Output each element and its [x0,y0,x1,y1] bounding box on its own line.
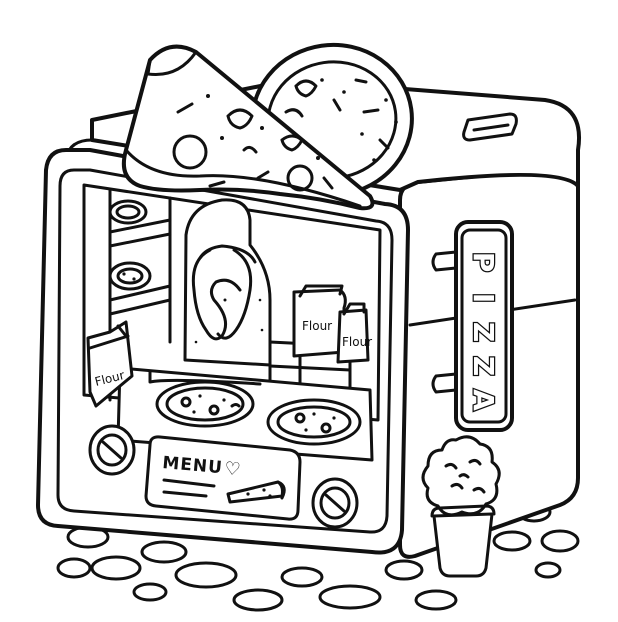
display-window [82,183,382,462]
heart-icon: ♡ [224,458,242,480]
sign-letter-z: Z [467,356,500,376]
flour-bag-label: Flour [342,335,372,349]
sign-letter-i: I [467,293,500,303]
ground-stones [42,473,580,612]
pizza-slice-topper [121,44,375,211]
sign-letter-z: Z [467,322,500,342]
flour-bag-label: Flour [302,319,332,333]
sign-letter-a: A [467,389,500,411]
flour-bag-back: Flour [292,284,347,358]
sign-letter-p: P [467,252,500,273]
pizza-sign: P I Z Z A [431,220,514,432]
flour-bag-front: Flour [336,302,372,364]
control-panel: MENU ♡ [88,424,359,529]
flour-bag-left: Flour [86,320,134,408]
potted-plant [421,435,501,578]
